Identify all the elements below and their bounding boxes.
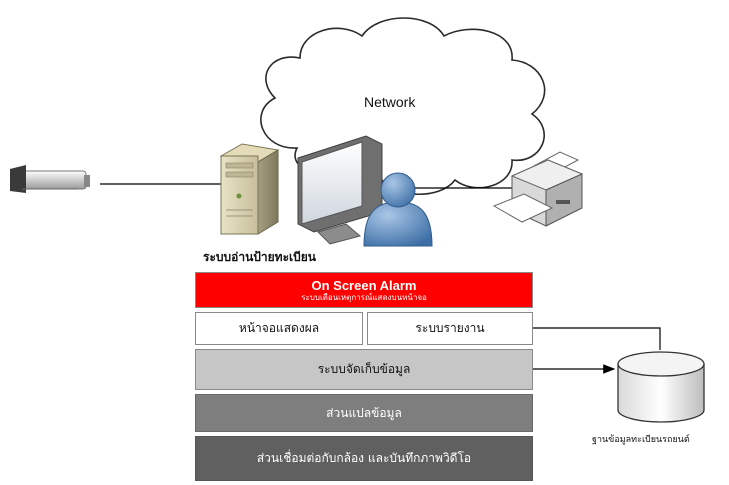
data-storage-block: ระบบจัดเก็บข้อมูล — [195, 349, 533, 390]
database-icon — [617, 351, 705, 423]
monitor-icon — [297, 135, 383, 245]
alarm-subtitle: ระบบเตือนเหตุการณ์แสดงบนหน้าจอ — [301, 292, 427, 302]
data-conversion-block: ส่วนแปลข้อมูล — [195, 394, 533, 432]
database-label: ฐานข้อมูลทะเบียนรถยนต์ — [592, 435, 690, 445]
camera-icon — [10, 165, 90, 193]
network-label: Network — [364, 94, 416, 110]
report-to-database-line — [533, 327, 661, 350]
camera-connection-block: ส่วนเชื่อมต่อกับกล้อง และบันทึกภาพวิดีโอ — [195, 436, 533, 481]
display-screen-block: หน้าจอแสดงผล — [195, 312, 363, 345]
server-tower-icon — [219, 143, 280, 235]
user-icon — [363, 172, 433, 247]
printer-icon — [492, 151, 584, 227]
plate-reader-label: ระบบอ่านป้ายทะเบียน — [203, 250, 316, 264]
report-system-block: ระบบรายงาน — [367, 312, 533, 345]
on-screen-alarm-block: On Screen Alarm ระบบเตือนเหตุการณ์แสดงบน… — [195, 272, 533, 308]
alarm-title: On Screen Alarm — [311, 277, 417, 293]
